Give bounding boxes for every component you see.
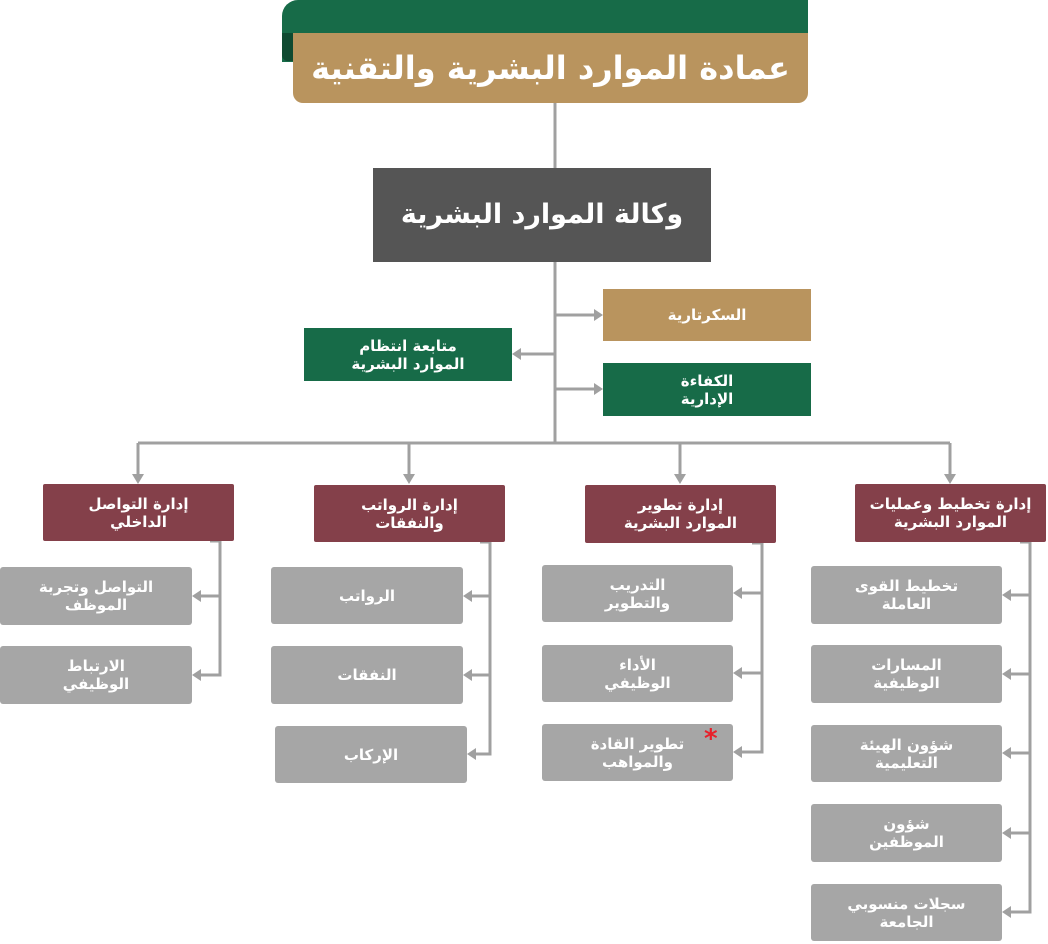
unit-transport: الإركاب xyxy=(275,726,467,783)
hr-compliance-box: متابعة انتظام الموارد البشرية xyxy=(304,328,512,381)
unit-engagement: الارتباط الوظيفي xyxy=(0,646,192,704)
unit-expenses: النفقات xyxy=(271,646,463,704)
unit-workforce-planning: تخطيط القوى العاملة xyxy=(811,566,1002,624)
agency-box: وكالة الموارد البشرية xyxy=(373,168,711,262)
unit-performance: الأداء الوظيفي xyxy=(542,645,733,702)
header-ribbon-fold xyxy=(282,33,296,61)
unit-career-paths: المسارات الوظيفية xyxy=(811,645,1002,703)
department-payroll: إدارة الرواتب والنفقات xyxy=(314,485,505,542)
secretary-box: السكرتارية xyxy=(603,289,811,341)
unit-employee-experience: التواصل وتجربة الموظف xyxy=(0,567,192,625)
admin-efficiency-box: الكفاءة الإدارية xyxy=(603,363,811,416)
unit-leadership-talent: تطوير القادة والمواهب xyxy=(542,724,733,781)
unit-faculty-affairs: شؤون الهيئة التعليمية xyxy=(811,725,1002,782)
unit-staff-affairs: شؤون الموظفين xyxy=(811,804,1002,862)
department-hr-development: إدارة تطوير الموارد البشرية xyxy=(585,485,776,543)
unit-salaries: الرواتب xyxy=(271,567,463,624)
department-internal-comms: إدارة التواصل الداخلي xyxy=(43,484,234,541)
unit-training: التدريب والتطوير xyxy=(542,565,733,622)
asterisk-marker: * xyxy=(704,724,718,754)
unit-university-records: سجلات منسوبي الجامعة xyxy=(811,884,1002,941)
deanship-title: عمادة الموارد البشرية والتقنية xyxy=(293,33,808,103)
department-hr-planning: إدارة تخطيط وعمليات الموارد البشرية xyxy=(855,484,1046,542)
